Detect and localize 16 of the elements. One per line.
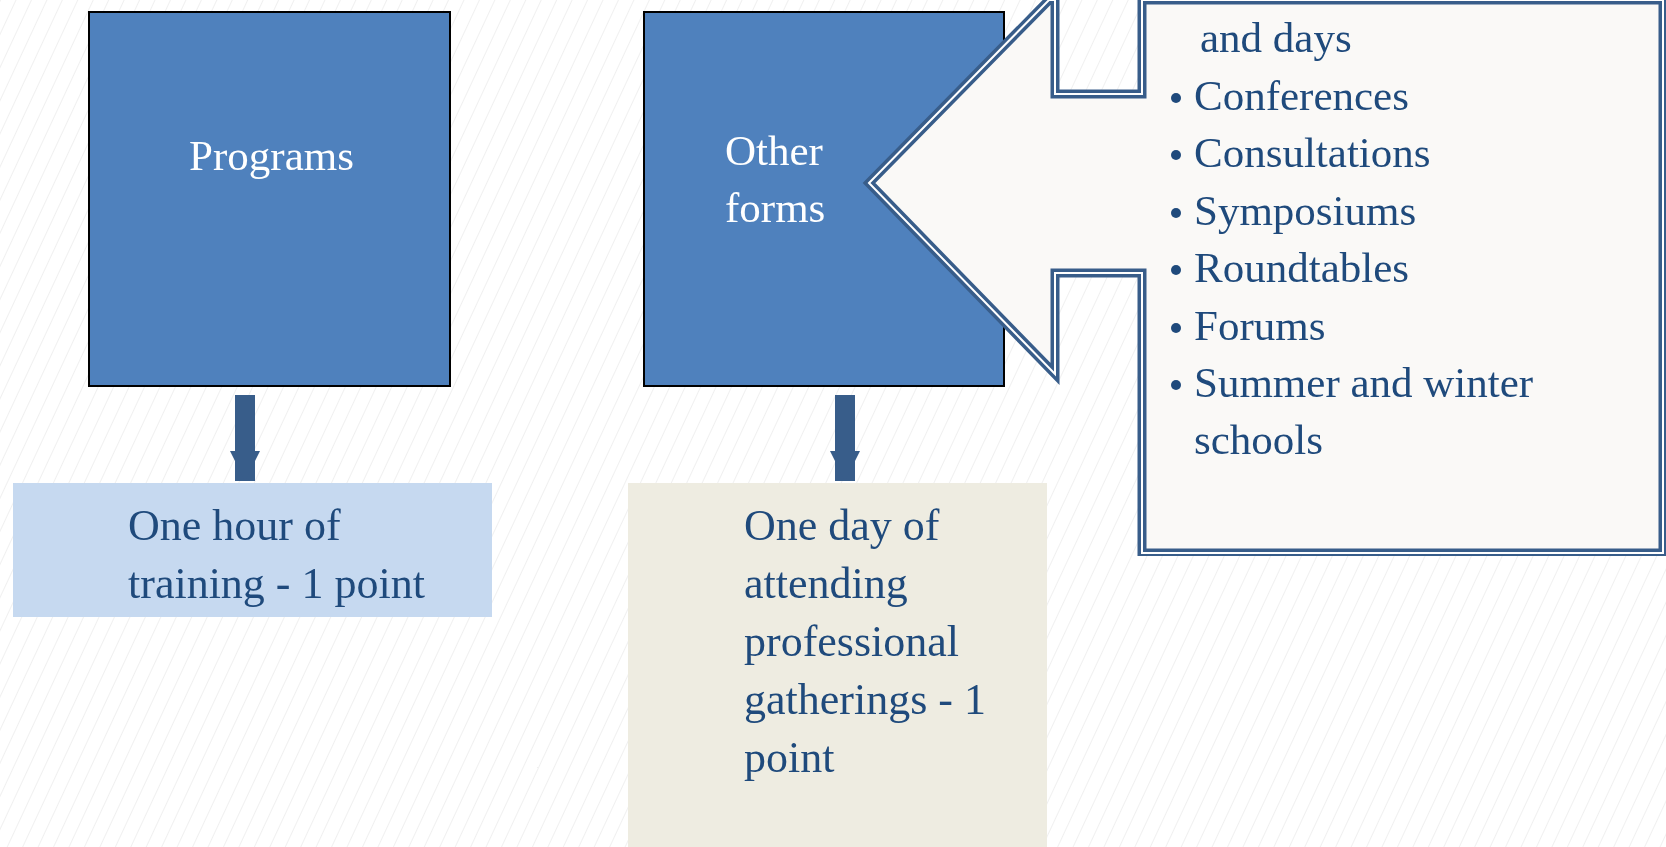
list-item: Symposiums <box>1194 185 1418 236</box>
box-label: Programs <box>188 131 355 181</box>
list-item: Roundtables <box>1194 243 1410 293</box>
list-item: Forums <box>1194 300 1327 351</box>
list-item: Consultations <box>1194 128 1432 178</box>
result-box <box>13 483 492 617</box>
block-arrow <box>830 395 860 481</box>
list-item: Conferences <box>1194 70 1410 121</box>
list-item: Summer and winter schools <box>1194 358 1535 465</box>
process-box <box>88 11 451 387</box>
box-label: One hour of training - 1 point <box>128 500 426 611</box>
list-item: and days <box>1200 13 1353 63</box>
box-label: Other forms <box>725 126 827 233</box>
result-box <box>628 483 1047 847</box>
block-arrow <box>230 395 260 481</box>
box-label: One day of attending professional gatherings - 1 point <box>744 500 987 785</box>
